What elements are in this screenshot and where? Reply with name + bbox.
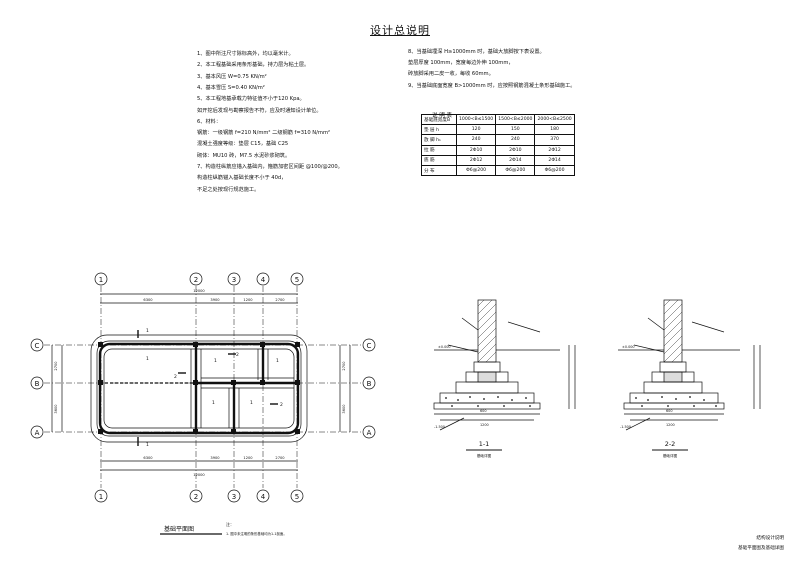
dim-row-2: 3600 [54, 404, 58, 414]
note-line: 8、当基础埋深 H≥1000mm 时，基础大放脚按下表设置。 [408, 49, 545, 55]
schedule-cell: Φ6@200 [534, 164, 575, 177]
plan-tag: 1 [212, 400, 215, 406]
note-line: 如开挖后发现与勘察报告不符，应及时通知设计单位。 [197, 107, 322, 114]
plan-note-1: 1. 图中未注明的条形基础均为1-1剖面。 [226, 531, 287, 536]
axis-left-c: C [35, 342, 40, 350]
plan-tag: 1 [250, 400, 253, 406]
axis-right-c: C [367, 342, 372, 350]
dim-bottom-span-2: 3900 [210, 456, 220, 460]
note-line: 构造柱纵筋锚入基础长度不小于 40d， [197, 175, 287, 182]
section-2-width-a: 600 [666, 409, 672, 413]
sheet-name-2: 基础平面图及基础详图 [738, 544, 784, 551]
section-2-label: 2-2 [665, 440, 676, 448]
axis-bottom-5: 5 [295, 493, 299, 501]
plan-tag: 1 [146, 442, 149, 448]
dim-bottom-span-3: 1200 [243, 456, 253, 460]
note-line: 钢筋：一级钢筋 f=210 N/mm² 二级钢筋 f=310 N/mm² [197, 130, 331, 137]
note-line: 6、材料： [197, 118, 222, 125]
section-1-label: 1-1 [479, 440, 490, 448]
plan-tag: 1 [214, 358, 217, 364]
dim-span-3: 1200 [243, 298, 253, 302]
note-line: 砖放脚采用二皮一收，每收 60mm。 [408, 71, 494, 78]
note-line: 不足之处按现行规范施工。 [197, 186, 260, 193]
note-line: 4、基本雪压 S=0.40 KN/m² [197, 84, 265, 91]
axis-right-a: A [367, 429, 372, 437]
section-1-width-a: 600 [480, 409, 486, 413]
section-1-sub: 基础详图 [477, 453, 492, 458]
axis-top-3: 3 [232, 276, 236, 284]
note-line: 3、基本风压 W=0.75 KN/m² [197, 73, 267, 80]
sheet-name-1: 结构设计说明 [756, 534, 784, 541]
note-line: 垫层厚度 100mm，宽度每边外伸 100mm， [408, 60, 514, 67]
axis-bottom-3: 3 [232, 493, 236, 501]
axis-left-b: B [35, 380, 40, 388]
section-2-elev-bottom: -1.500 [620, 425, 631, 429]
note-line: 5、本工程地基承载力特征值不小于120 Kpa。 [197, 96, 305, 103]
dim-overall-top: 12000 [193, 289, 205, 293]
note-line: 1、图中所注尺寸除标高外，均以毫米计。 [197, 51, 294, 57]
axis-bottom-4: 4 [261, 493, 266, 501]
axis-top-4: 4 [261, 276, 266, 284]
section-1-elev-bottom: -1.500 [434, 425, 445, 429]
axis-top-5: 5 [295, 276, 299, 284]
dim-span-2: 3900 [210, 298, 220, 302]
plan-tag: 1 [146, 328, 149, 334]
section-1-width-b: 1200 [480, 423, 489, 427]
note-line: 砌体：MU10 砖，M7.5 水泥砂浆砌筑。 [197, 152, 291, 159]
plan-tag: 2 [236, 352, 239, 358]
note-line: 7、构造柱纵筋应锚入基础内，箍筋加密区间距 @100/@200。 [197, 164, 343, 170]
plan-note-head: 注： [226, 521, 234, 527]
dim-bottom-span-1: 6300 [143, 456, 153, 460]
dim-row-right-1: 2700 [342, 361, 346, 371]
axis-bottom-2: 2 [194, 493, 198, 501]
plan-tag: 2 [280, 402, 283, 408]
dim-row-1: 2700 [54, 361, 58, 371]
axis-bottom-1: 1 [99, 493, 103, 501]
dim-bottom-span-4: 2700 [275, 456, 285, 460]
section-1-elev-top: ±0.000 [438, 345, 451, 349]
dim-span-1: 6300 [143, 298, 153, 302]
axis-top-1: 1 [99, 276, 103, 284]
section-2-elev-top: ±0.000 [622, 345, 635, 349]
dim-row-right-2: 3600 [342, 404, 346, 414]
plan-tag: 1 [276, 358, 279, 364]
plan-title: 基础平面图 [164, 525, 194, 533]
axis-right-b: B [367, 380, 372, 388]
section-2-width-b: 1200 [666, 423, 675, 427]
note-line: 9、当基础底面宽度 B>1000mm 时，应按照钢筋混凝土条形基础施工。 [408, 82, 576, 89]
schedule-cell: Φ6@200 [495, 164, 536, 177]
section-2-sub: 基础详图 [663, 453, 678, 458]
dim-overall-bottom: 12000 [193, 473, 205, 477]
dim-span-4: 2700 [275, 298, 285, 302]
note-line: 2、本工程基础采用条形基础，持力层为粘土层。 [197, 62, 310, 69]
plan-tag: 2 [174, 374, 177, 380]
note-line: 混凝土强度等级：垫层 C15，基础 C25 [197, 141, 289, 148]
sheet-title: 设计总说明 [370, 24, 430, 37]
axis-top-2: 2 [194, 276, 198, 284]
plan-tag: 1 [146, 356, 149, 362]
axis-left-a: A [35, 429, 40, 437]
